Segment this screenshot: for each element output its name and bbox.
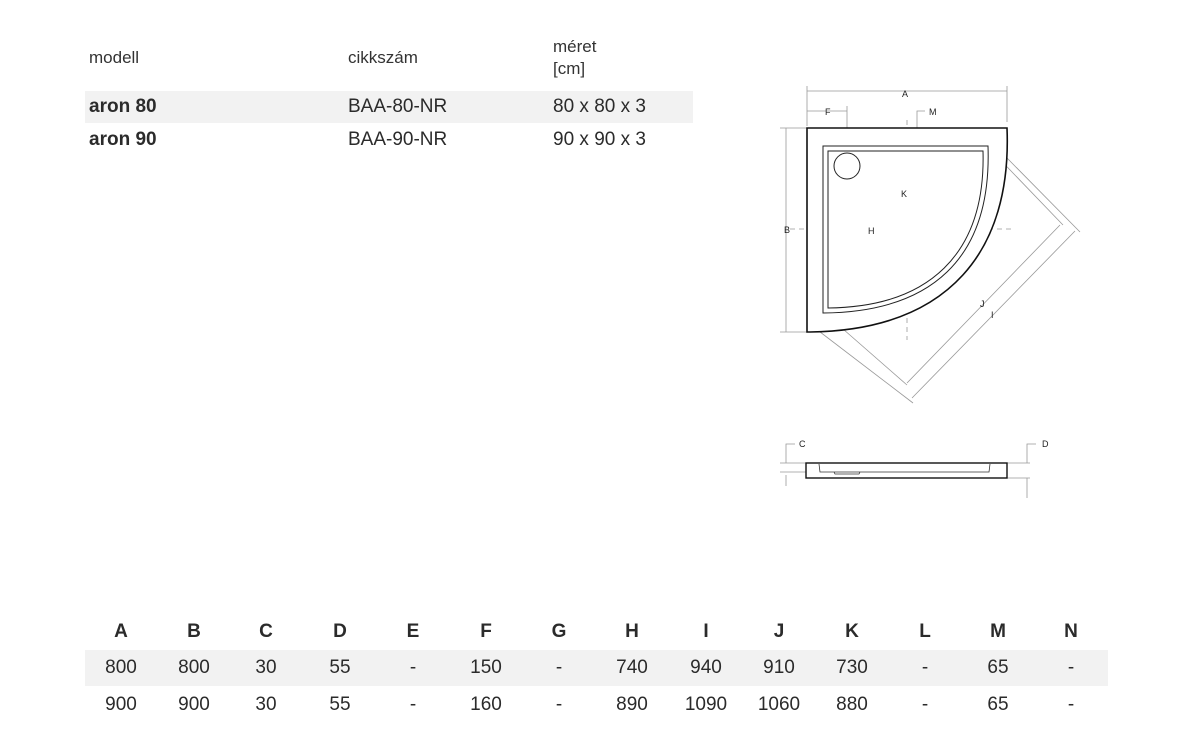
- drain-icon: [833, 152, 861, 180]
- dimension-value: -: [921, 694, 929, 715]
- header-code: cikkszám: [348, 48, 418, 67]
- dimension-value: 1090: [684, 694, 728, 715]
- dimension-value: 910: [763, 657, 795, 678]
- svg-text:C: C: [799, 439, 806, 449]
- column-header-n: N: [1064, 621, 1078, 642]
- model-code: BAA-80-NR: [348, 96, 448, 117]
- column-header-h: H: [625, 621, 639, 642]
- dimension-value: 150: [470, 657, 502, 678]
- column-header-d: D: [333, 621, 347, 642]
- header-size-unit: [cm]: [553, 59, 586, 78]
- row-highlight: [85, 650, 1108, 686]
- svg-text:A: A: [902, 89, 908, 99]
- row-highlight: [85, 91, 693, 123]
- svg-text:K: K: [901, 189, 907, 199]
- diagram-labels: A F M B H K J I C D: [784, 89, 1049, 449]
- dimension-value: 65: [987, 657, 1009, 678]
- side-view: [780, 443, 1036, 498]
- model-size: 90 x 90 x 3: [553, 129, 646, 150]
- dimension-value: 800: [105, 657, 137, 678]
- column-header-b: B: [187, 621, 201, 642]
- dimension-value: 30: [255, 657, 277, 678]
- column-header-g: G: [551, 621, 567, 642]
- dimension-value: -: [921, 657, 929, 678]
- dimension-value: 160: [470, 694, 502, 715]
- dimension-value: 65: [987, 694, 1009, 715]
- model-name: aron 90: [89, 129, 157, 150]
- svg-text:I: I: [991, 310, 994, 320]
- dimension-value: -: [409, 694, 417, 715]
- dimension-value: 1060: [757, 694, 801, 715]
- svg-text:M: M: [929, 107, 937, 117]
- dimension-value: 740: [616, 657, 648, 678]
- dimension-value: -: [1067, 657, 1075, 678]
- svg-text:F: F: [825, 107, 831, 117]
- dimension-value: -: [555, 694, 563, 715]
- column-header-j: J: [773, 621, 785, 642]
- dimension-value: 890: [616, 694, 648, 715]
- svg-text:H: H: [868, 226, 875, 236]
- dimension-value: 880: [836, 694, 868, 715]
- dimension-value: 55: [329, 657, 351, 678]
- column-header-a: A: [114, 621, 128, 642]
- dimension-value: 900: [105, 694, 137, 715]
- tray-outline: [806, 127, 1009, 333]
- dimension-value: 30: [255, 694, 277, 715]
- header-size: méret: [553, 37, 597, 56]
- column-header-l: L: [919, 621, 931, 642]
- header-model: modell: [89, 48, 140, 67]
- dimension-value: 730: [836, 657, 868, 678]
- column-header-e: E: [406, 621, 420, 642]
- model-code: BAA-90-NR: [348, 129, 448, 150]
- dimension-value: 800: [178, 657, 210, 678]
- svg-text:D: D: [1042, 439, 1049, 449]
- column-header-c: C: [259, 621, 273, 642]
- column-header-m: M: [990, 621, 1006, 642]
- dimension-value: -: [555, 657, 563, 678]
- column-header-i: I: [703, 621, 709, 642]
- dimension-value: -: [1067, 694, 1075, 715]
- dimension-value: 55: [329, 694, 351, 715]
- column-header-k: K: [845, 621, 859, 642]
- dimension-value: 900: [178, 694, 210, 715]
- column-header-f: F: [480, 621, 492, 642]
- model-name: aron 80: [89, 96, 157, 117]
- svg-text:B: B: [784, 225, 790, 235]
- tray-inner-rim: [822, 145, 989, 314]
- model-size: 80 x 80 x 3: [553, 96, 646, 117]
- dimension-value: 940: [690, 657, 722, 678]
- dimension-value: -: [409, 657, 417, 678]
- svg-text:J: J: [980, 299, 985, 309]
